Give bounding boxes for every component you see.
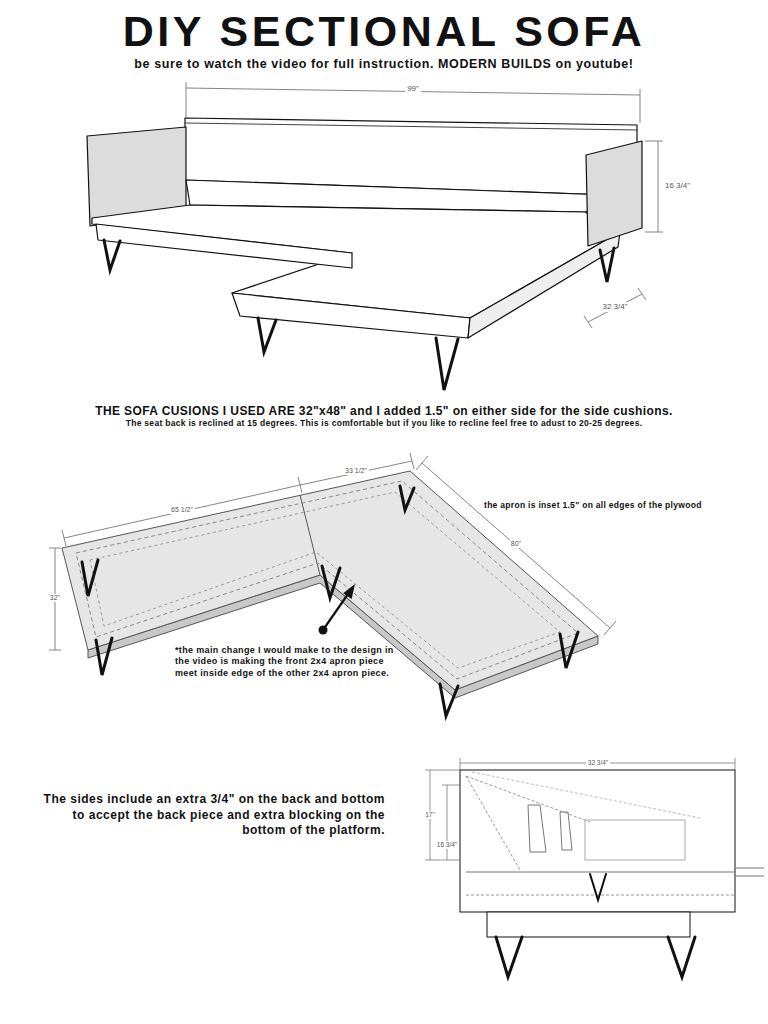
dimension-line bbox=[64, 485, 300, 538]
callout-arrow bbox=[319, 584, 356, 635]
dimension-label: 17" bbox=[423, 811, 437, 819]
dimension-tick bbox=[584, 316, 592, 328]
main-apron bbox=[96, 224, 352, 268]
hairpin-leg bbox=[436, 338, 458, 390]
dimension-line bbox=[588, 294, 642, 322]
cushion-note: THE SOFA CUSIONS I USED ARE 32"x48" and … bbox=[9, 404, 759, 418]
subtitle-note: be sure to watch the video for full inst… bbox=[134, 57, 633, 72]
platform-line bbox=[735, 876, 764, 877]
design-change-note: *the main change I would make to the des… bbox=[175, 645, 400, 679]
hairpin-leg bbox=[82, 560, 98, 596]
dimension-tick bbox=[186, 82, 187, 118]
sides-note: The sides include an extra 3/4" on the b… bbox=[40, 792, 385, 839]
platform-base bbox=[487, 912, 690, 937]
dimension-lines bbox=[425, 758, 735, 860]
dimension-tick bbox=[735, 758, 736, 770]
apron-outline bbox=[90, 492, 560, 668]
back-top-edge bbox=[185, 123, 637, 130]
hairpin-leg bbox=[590, 874, 606, 900]
dimension-line bbox=[422, 463, 610, 628]
platform-line bbox=[466, 872, 735, 873]
hairpin-leg bbox=[496, 937, 522, 977]
dimension-label: 32 3/4" bbox=[586, 759, 610, 767]
dimension-tick bbox=[638, 288, 646, 300]
dimension-tick bbox=[62, 530, 66, 546]
dimension-label: 32 3/4" bbox=[600, 302, 629, 312]
apron-outline bbox=[76, 481, 578, 679]
side-elevation bbox=[460, 770, 764, 937]
dimension-label: 33 1/2" bbox=[343, 467, 369, 475]
apron-note: the apron is inset 1.5" on all edges of … bbox=[484, 500, 762, 510]
dimension-label: 32" bbox=[48, 594, 62, 602]
hairpin-legs bbox=[104, 240, 614, 390]
hidden-line bbox=[466, 776, 520, 870]
dimension-line bbox=[300, 461, 412, 485]
dimension-label: 99" bbox=[405, 84, 421, 94]
dimension-tick bbox=[640, 89, 641, 123]
dimension-tick bbox=[645, 141, 663, 142]
hairpin-leg bbox=[668, 937, 695, 977]
dimension-tick bbox=[410, 453, 414, 469]
chaise-front-apron bbox=[232, 293, 470, 338]
hairpin-legs bbox=[496, 874, 695, 977]
recline-note: The seat back is reclined at 15 degrees.… bbox=[9, 418, 759, 428]
back-support bbox=[560, 812, 572, 850]
dimension-tick bbox=[49, 548, 61, 549]
platform-line bbox=[735, 868, 764, 869]
dimension-tick bbox=[49, 650, 61, 651]
arrow-head bbox=[343, 584, 355, 599]
hairpin-leg bbox=[104, 240, 120, 270]
back-support bbox=[528, 805, 546, 852]
dimension-label: 16 3/4" bbox=[663, 181, 692, 191]
hairpin-leg bbox=[560, 632, 578, 668]
dimension-line bbox=[658, 141, 659, 232]
hairpin-leg bbox=[400, 486, 414, 510]
hairpin-legs bbox=[82, 486, 578, 716]
dimension-label: 80" bbox=[509, 540, 523, 548]
dimension-label: 65 1/2" bbox=[169, 506, 195, 514]
dimension-tick bbox=[604, 621, 616, 635]
dimension-label: 16 3/4" bbox=[435, 841, 459, 849]
dimension-tick bbox=[425, 860, 460, 861]
hidden-line bbox=[472, 772, 700, 818]
hairpin-leg bbox=[600, 248, 614, 282]
hairpin-leg bbox=[96, 638, 112, 675]
dimension-tick bbox=[645, 232, 663, 233]
right-arm bbox=[586, 141, 642, 246]
dimension-lines bbox=[49, 453, 616, 650]
dimension-tick bbox=[425, 770, 460, 771]
dimension-tick bbox=[416, 456, 428, 470]
hairpin-leg bbox=[322, 566, 340, 598]
dimension-tick bbox=[298, 477, 302, 493]
cushion-outline bbox=[585, 820, 685, 860]
page-title: DIY SECTIONAL SOFA bbox=[123, 8, 646, 55]
dimension-tick bbox=[460, 758, 461, 770]
seat-top bbox=[92, 205, 620, 318]
hairpin-leg bbox=[258, 318, 276, 352]
dimension-lines bbox=[186, 82, 663, 328]
dimension-tick bbox=[442, 785, 460, 786]
side-panel bbox=[460, 770, 735, 912]
sofa-perspective bbox=[87, 118, 642, 338]
hairpin-leg bbox=[440, 684, 458, 716]
arrow-shaft bbox=[323, 594, 348, 630]
chaise-side-apron bbox=[468, 232, 620, 338]
